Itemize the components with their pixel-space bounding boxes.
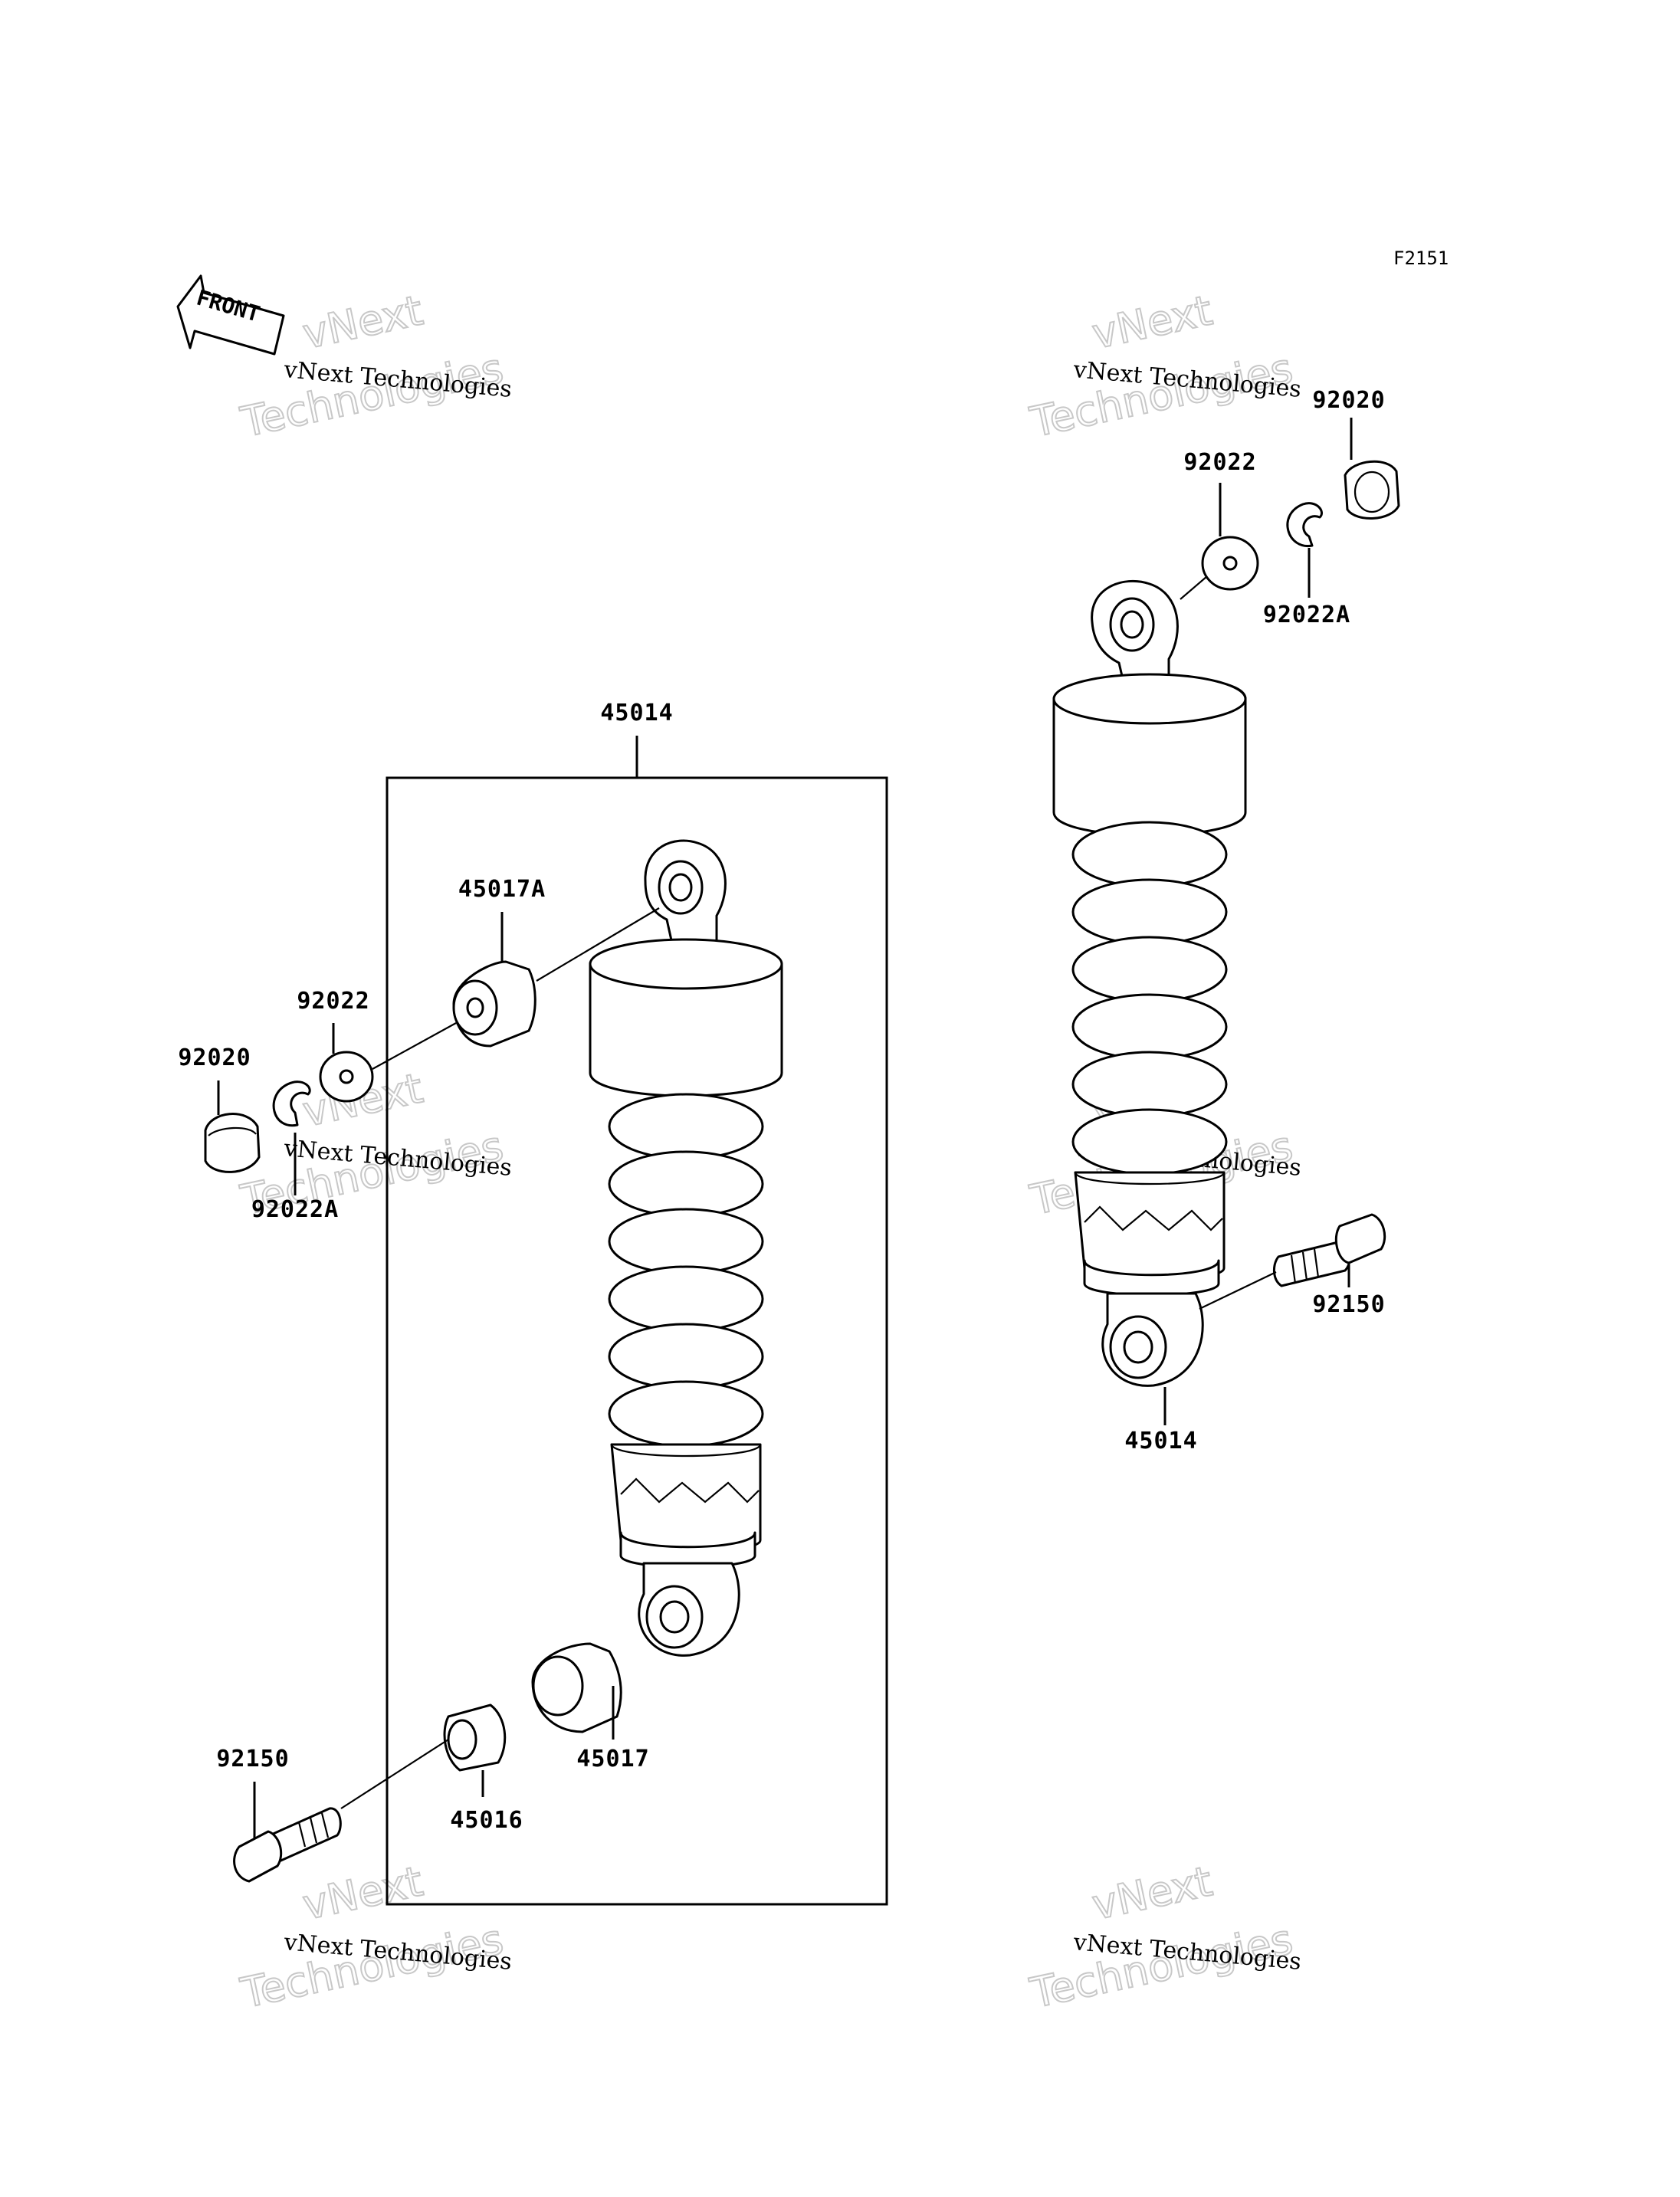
shock-absorber-left	[589, 839, 783, 1657]
callout-92022A-right: 92022A	[1263, 602, 1350, 628]
figure-id: F2151	[1393, 248, 1449, 269]
callout-92022A-left: 92022A	[251, 1196, 339, 1223]
washer-92022-right	[1201, 536, 1259, 591]
sleeve-45016	[443, 1703, 507, 1772]
callout-45017: 45017	[576, 1746, 649, 1772]
callout-92020-right: 92020	[1312, 387, 1385, 414]
spring-coils-left	[608, 1093, 764, 1448]
collar-45017	[531, 1642, 622, 1733]
svg-text:vNext: vNext	[299, 286, 427, 358]
callout-45017A: 45017A	[458, 876, 546, 903]
callout-45014-box: 45014	[600, 700, 673, 726]
lock-washer-92022A-left	[272, 1080, 311, 1127]
watermark-top-right: vNext Technologies vNext Technologies	[1025, 285, 1303, 448]
callout-92150-right: 92150	[1312, 1291, 1385, 1318]
svg-text:vNext: vNext	[1088, 1857, 1216, 1929]
callout-92020-left: 92020	[178, 1044, 251, 1071]
watermark-top-left: vNext Technologies vNext Technologies	[236, 285, 514, 448]
bolt-92150-left	[233, 1807, 342, 1883]
shock-absorber-right	[1052, 579, 1247, 1387]
cap-nut-92020-left	[204, 1113, 261, 1173]
svg-text:vNext: vNext	[1088, 286, 1216, 358]
front-arrow-icon: FRONT	[176, 274, 285, 356]
lock-washer-92022A-right	[1286, 502, 1323, 547]
cap-nut-92020-right	[1344, 460, 1400, 520]
callout-92022-left: 92022	[297, 988, 369, 1015]
watermark-bottom-left: vNext Technologies vNext Technologies	[236, 1856, 514, 2018]
spring-coils-right	[1071, 821, 1228, 1176]
callout-92150-left: 92150	[216, 1746, 289, 1772]
watermark-bottom-right: vNext Technologies vNext Technologies	[1025, 1856, 1303, 2018]
bolt-92150-right	[1273, 1213, 1386, 1287]
callout-45014-right: 45014	[1124, 1428, 1197, 1454]
washer-92022-left	[319, 1051, 374, 1103]
bushing-45017A	[452, 960, 536, 1048]
callout-45016: 45016	[450, 1807, 523, 1834]
svg-text:vNext: vNext	[299, 1857, 427, 1929]
callout-92022-right: 92022	[1183, 449, 1256, 476]
